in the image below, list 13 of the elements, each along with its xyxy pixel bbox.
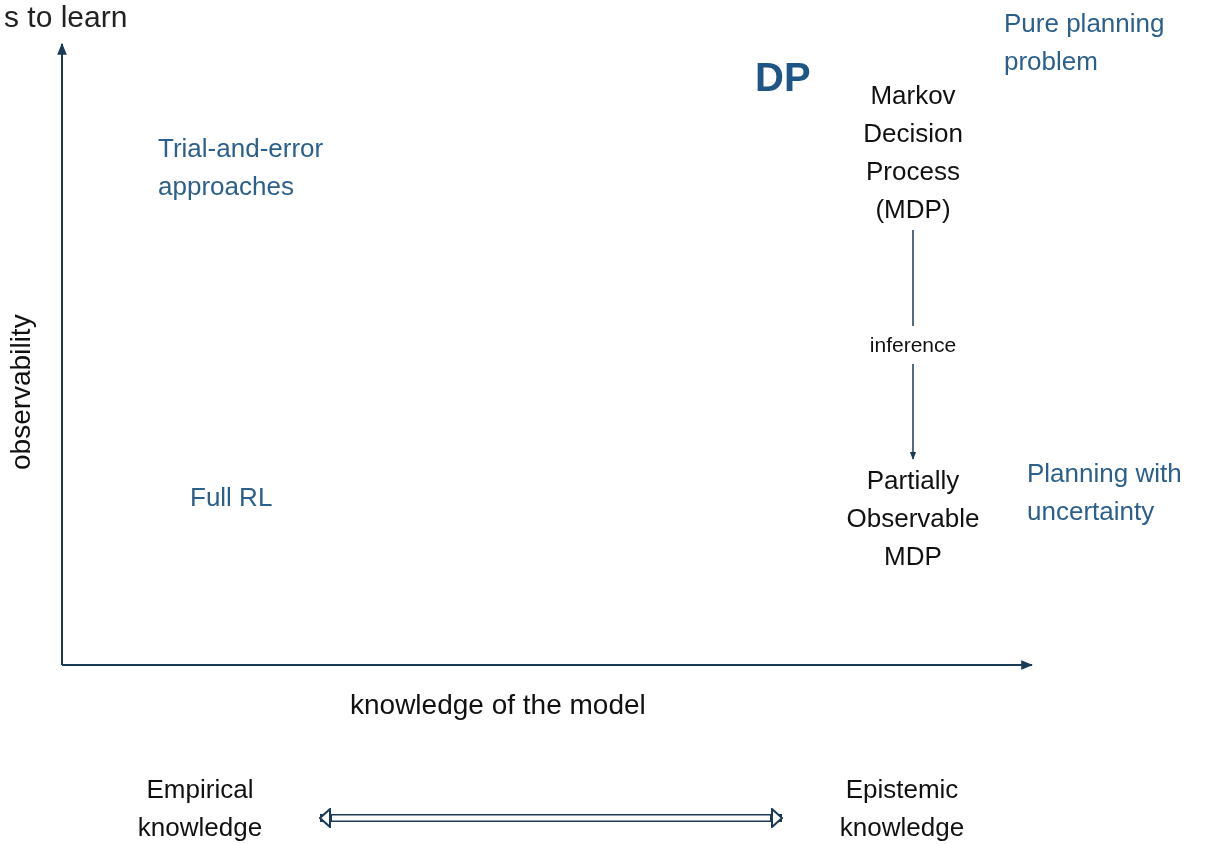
slide-title: s to learn [4, 0, 128, 34]
quadrant-label: Trial-and-error approaches [158, 132, 325, 203]
quadrant-label: Full RL [190, 481, 273, 514]
method-label: DP [755, 58, 811, 96]
concept-label: Partially Observable MDP [838, 461, 988, 575]
axis-label: observability [4, 314, 37, 470]
double-arrow [319, 808, 783, 828]
concept-label: Empirical knowledge [80, 770, 320, 844]
concept-label: Markov Decision Process (MDP) [838, 76, 988, 228]
note-text: Pure planning problem [1004, 7, 1166, 78]
concept-label: Epistemic knowledge [782, 770, 1022, 844]
axis-label: knowledge of the model [350, 688, 646, 722]
note-text: Planning with uncertainty [1027, 457, 1183, 528]
